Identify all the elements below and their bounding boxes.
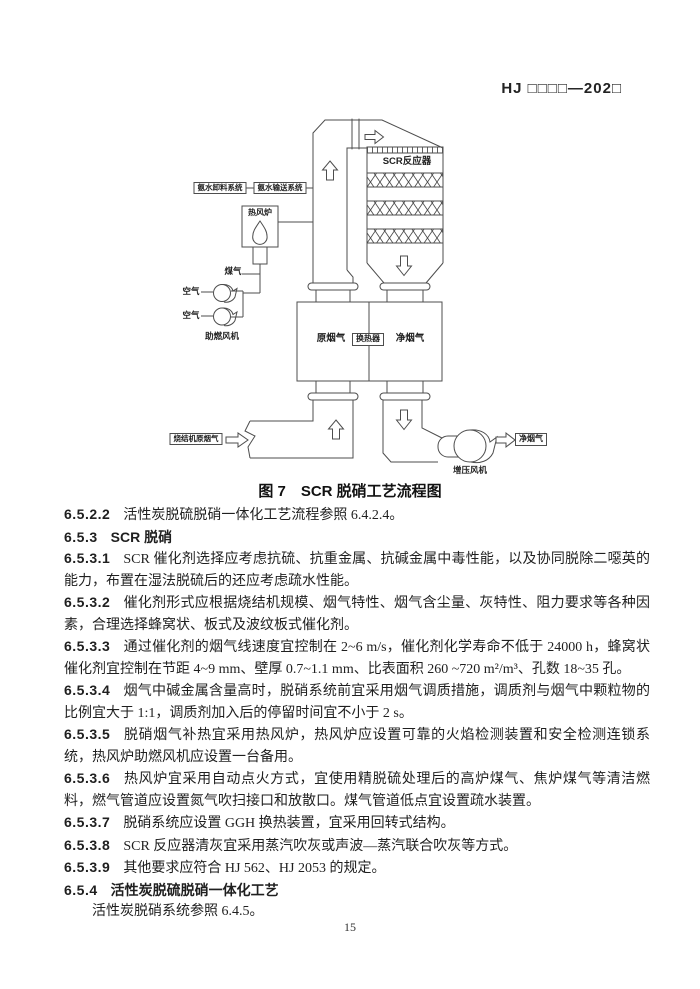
label-coal-gas: 煤气	[224, 266, 242, 276]
scr-process-flow-diagram: 氨水卸料系统 氨水输送系统 热风炉 煤气 空气 空气 助燃风机 SCR反应器 原…	[169, 118, 547, 475]
clause-number: 6.5.3.2	[64, 594, 111, 610]
hx-inlet-pipes	[315, 290, 424, 302]
burner-box	[252, 246, 268, 265]
riser-inner-wall	[346, 147, 367, 270]
clause-6-5-4-body: 活性炭脱硝系统参照 6.4.5。	[64, 901, 650, 923]
clause-number: 6.5.3.5	[64, 726, 111, 742]
clause-text: SCR 脱硝	[110, 528, 173, 545]
clause-6-5-3-7: 6.5.3.7 脱硝系统应设置 GGH 换热装置，宜采用回转式结构。	[64, 812, 650, 835]
label-clean-flue-gas-out: 净烟气	[515, 433, 547, 446]
label-air-2: 空气	[182, 310, 200, 320]
label-ammonia-unloading-system: 氨水卸料系统	[193, 182, 247, 195]
clause-number: 6.5.4	[64, 881, 98, 898]
catalyst-layer-2	[366, 200, 444, 216]
flow-arrow-right-top-icon	[364, 129, 385, 145]
clause-text: 脱硝系统应设置 GGH 换热装置，宜采用回转式结构。	[123, 816, 455, 831]
clause-number: 6.5.3.9	[64, 859, 111, 875]
clause-text: 其他要求应符合 HJ 562、HJ 2053 的规定。	[123, 861, 386, 876]
clause-text: SCR 反应器清灰宜采用蒸汽吹灰或声波—蒸汽联合吹灰等方式。	[123, 838, 518, 854]
label-sinter-flue-gas: 烧结机原烟气	[169, 433, 223, 446]
clause-text: 通过催化剂的烟气线速度宜控制在 2~6 m/s，催化剂化学寿命不低于 24000…	[64, 640, 650, 677]
clause-number: 6.5.3.3	[64, 638, 111, 654]
clause-number: 6.5.3.6	[64, 770, 111, 786]
clause-number: 6.5.3.7	[64, 814, 111, 830]
duct-break-symbol	[244, 420, 256, 459]
reactor-distributor-grid	[366, 146, 444, 154]
combustion-fan-1-impeller	[213, 284, 231, 302]
label-hot-blast-furnace: 热风炉	[248, 208, 272, 217]
riser-duct-outline	[312, 119, 444, 283]
clause-number: 6.5.3.8	[64, 836, 111, 853]
flow-arrow-up-inlet-icon	[327, 419, 345, 440]
booster-fan-impeller	[453, 429, 487, 463]
clause-number: 6.5.3.1	[64, 550, 111, 566]
clause-text: 催化剂形式应根据烧结机规模、烟气特性、烟气含尘量、灰特性、阻力要求等各种因素，合…	[64, 596, 650, 633]
flange-ring	[307, 282, 359, 291]
riser-transition	[346, 269, 354, 283]
figure-caption: 图 7 SCR 脱硝工艺流程图	[258, 483, 442, 500]
catalyst-layer-1	[366, 172, 444, 188]
clause-text: 活性炭脱硫脱硝一体化工艺	[110, 881, 279, 898]
flow-arrow-up-riser-icon	[321, 160, 339, 181]
gas-piping	[242, 264, 261, 317]
label-heat-exchanger: 换热器	[352, 333, 384, 346]
reactor-hopper	[366, 262, 444, 284]
clause-6-5-4: 6.5.4 活性炭脱硫脱硝一体化工艺	[64, 880, 650, 902]
standard-number-header: HJ □□□□—202□	[501, 80, 622, 97]
clause-text: 活性炭脱硝系统参照 6.4.5。	[92, 904, 264, 919]
outlet-elbow-duct	[382, 400, 443, 463]
clause-6-5-2-2: 6.5.2.2 活性炭脱硫脱硝一体化工艺流程参照 6.4.2.4。	[64, 504, 650, 527]
combustion-fan-1-volute	[221, 283, 238, 303]
clause-number: 6.5.3	[64, 528, 98, 545]
flow-diagram-drawing	[201, 118, 516, 464]
flange-ring	[307, 392, 359, 401]
flow-arrow-clean-outlet-icon	[495, 431, 516, 449]
combustion-fan-2-volute	[221, 307, 238, 327]
clause-number: 6.5.2.2	[64, 506, 111, 522]
clause-6-5-3-9: 6.5.3.9 其他要求应符合 HJ 562、HJ 2053 的规定。	[64, 857, 650, 880]
label-combustion-fan: 助燃风机	[204, 331, 240, 341]
clause-number: 6.5.3.4	[64, 682, 111, 698]
flow-arrows	[225, 129, 516, 449]
catalyst-layer-3	[366, 228, 444, 244]
page-number: 15	[344, 920, 356, 934]
flange-ring	[379, 282, 431, 291]
clause-text: 活性炭脱硫脱硝一体化工艺流程参照 6.4.2.4。	[123, 508, 404, 523]
label-raw-flue-gas: 原烟气	[316, 333, 346, 344]
label-scr-reactor: SCR反应器	[382, 156, 432, 167]
combustion-fan-2-impeller	[213, 307, 231, 326]
clause-text: 脱硝烟气补热宜采用热风炉，热风炉应设置可靠的火焰检测装置和安全检测连锁系统，热风…	[64, 728, 650, 765]
flange-ring	[379, 392, 431, 401]
hx-outlet-pipes	[315, 381, 424, 393]
top-duct-flange	[351, 118, 360, 150]
flow-arrow-sinter-inlet-icon	[225, 432, 249, 448]
clause-text: SCR 催化剂选择应考虑抗硫、抗重金属、抗碱金属中毒性能，以及协同脱除二噁英的能…	[64, 552, 650, 589]
flow-arrow-down-reactor-icon	[395, 255, 413, 277]
clause-text: 热风炉宜采用自动点火方式，宜使用精脱硫处理后的高炉煤气、焦炉煤气等清洁燃料，燃气…	[64, 772, 650, 809]
flame-icon	[252, 220, 268, 245]
label-air-1: 空气	[182, 286, 200, 296]
label-clean-flue-gas-mid: 净烟气	[395, 333, 425, 344]
fan-piping	[201, 290, 243, 318]
label-booster-fan: 增压风机	[452, 465, 488, 475]
clause-text: 烟气中碱金属含量高时，脱硝系统前宜采用烟气调质措施，调质剂与烟气中颗粒物的比例宜…	[64, 684, 650, 721]
flow-arrow-down-outlet-icon	[395, 409, 413, 431]
duct-work	[201, 118, 498, 464]
label-ammonia-transport-system: 氨水输送系统	[253, 182, 307, 195]
clause-6-5-3-8: 6.5.3.8 SCR 反应器清灰宜采用蒸汽吹灰或声波—蒸汽联合吹灰等方式。	[64, 835, 650, 858]
inlet-elbow-duct	[250, 400, 354, 459]
clause-6-5-3: 6.5.3 SCR 脱硝	[64, 527, 650, 549]
